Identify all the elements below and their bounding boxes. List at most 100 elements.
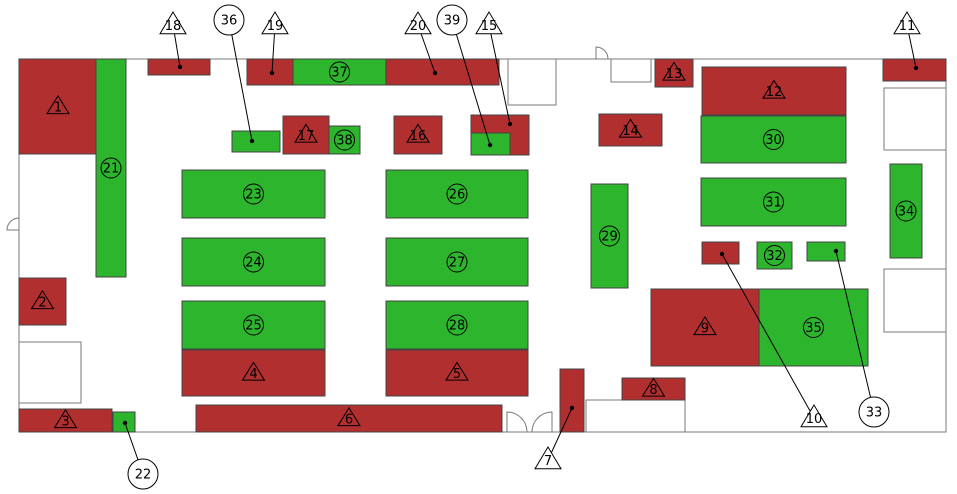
zone-27 [385,237,529,287]
zone-label-6: 6 [345,413,353,428]
zone-marker-circle-23 [243,183,264,205]
zone-20 [385,58,500,86]
zone-marker-circle-29 [599,225,620,247]
zone-23 [181,169,326,219]
zone-marker-triangle-18 [159,11,187,35]
zone-marker-circle-31 [763,191,784,213]
zone-marker-triangle-11 [893,11,921,35]
zone-17 [282,115,330,155]
zone-label-10: 10 [806,412,823,427]
zone-marker-circle-32 [764,245,785,266]
zone-marker-circle-34 [895,200,917,222]
zone-label-29: 29 [601,230,618,245]
zone-marker-circle-24 [243,251,264,273]
leader-dot-20 [432,70,438,76]
zone-marker-circle-21 [100,157,122,179]
zone-label-37: 37 [331,66,348,81]
zone-label-9: 9 [701,322,709,337]
zone-label-17: 17 [298,129,315,144]
zone-label-31: 31 [765,196,782,211]
zone-marker-triangle-9 [693,315,717,336]
leader-line-36 [228,19,253,142]
zone-5 [385,349,529,397]
zone-label-26: 26 [449,188,466,203]
door-top [595,46,609,60]
zone-label-20: 20 [410,19,427,34]
zone-13 [654,58,694,88]
leader-line-7 [547,407,573,461]
zone-marker-triangle-13 [662,61,686,81]
zone-4 [181,349,326,397]
leader-line-39 [451,19,491,146]
zone-label-15: 15 [481,19,498,34]
zones-layer [18,58,947,433]
room-left-lower [18,341,82,404]
zone-24 [181,237,326,287]
zone-33 [806,241,846,262]
leader-line-10 [721,253,815,419]
zone-marker-circle-38 [334,129,355,151]
zone-label-7: 7 [544,454,552,469]
leader-dot-22 [122,420,128,426]
zone-marker-circle-36 [213,4,245,36]
zone-marker-triangle-1 [46,94,70,115]
leader-dot-10 [719,251,725,257]
zone-marker-triangle-17 [294,123,318,143]
zone-label-3: 3 [61,415,69,430]
zone-9 [650,288,760,367]
zone-label-21: 21 [103,162,120,177]
zone-label-2: 2 [38,296,46,311]
room-right-upper [883,87,947,151]
zone-marker-triangle-8 [641,377,666,397]
zone-label-5: 5 [453,367,461,382]
zone-marker-triangle-2 [30,289,55,310]
zone-marker-triangle-7 [534,446,562,470]
zone-label-36: 36 [221,14,238,29]
room-top-small [610,58,652,83]
room-top-mid [507,58,557,106]
zone-label-30: 30 [765,133,782,148]
zone-marker-triangle-14 [618,118,643,138]
zone-6 [195,404,503,433]
zone-label-34: 34 [898,205,915,220]
room-bottom-right [585,399,686,432]
leader-dot-36 [249,138,255,144]
zone-marker-circle-35 [803,317,824,338]
leader-dot-18 [177,64,183,70]
zone-marker-circle-33 [858,396,890,428]
door-swings [6,46,609,433]
zone-label-19: 19 [267,19,284,34]
zone-label-39: 39 [444,14,461,29]
zone-label-32: 32 [766,249,783,264]
zone-label-22: 22 [135,468,152,483]
zone-marker-triangle-15 [475,11,503,35]
zone-label-11: 11 [899,19,916,34]
zone-label-25: 25 [245,319,262,334]
room-right-lower [883,268,947,333]
zone-label-33: 33 [866,406,883,421]
zone-label-28: 28 [449,319,466,334]
zone-label-18: 18 [165,19,182,34]
zone-25 [181,300,326,350]
zone-marker-triangle-3 [53,408,78,429]
zone-marker-triangle-10 [800,404,828,428]
leader-line-33 [835,250,875,413]
zone-label-14: 14 [622,124,639,139]
leader-line-15 [488,24,511,125]
leader-dot-11 [913,65,919,71]
zone-marker-triangle-20 [404,11,432,35]
zone-marker-circle-22 [127,458,159,490]
zone-36 [231,130,281,153]
leaders-layer [122,19,919,475]
zone-label-24: 24 [245,256,262,271]
zone-16 [393,115,443,155]
zone-marker-circle-30 [763,129,784,150]
zone-marker-circle-26 [446,183,468,205]
door-bottom-right [531,411,553,433]
leader-dot-33 [833,248,839,254]
zone-7 [559,368,585,433]
zone-19 [246,58,294,86]
zone-marker-triangle-12 [762,79,786,99]
zone-marker-circle-39 [436,4,468,36]
